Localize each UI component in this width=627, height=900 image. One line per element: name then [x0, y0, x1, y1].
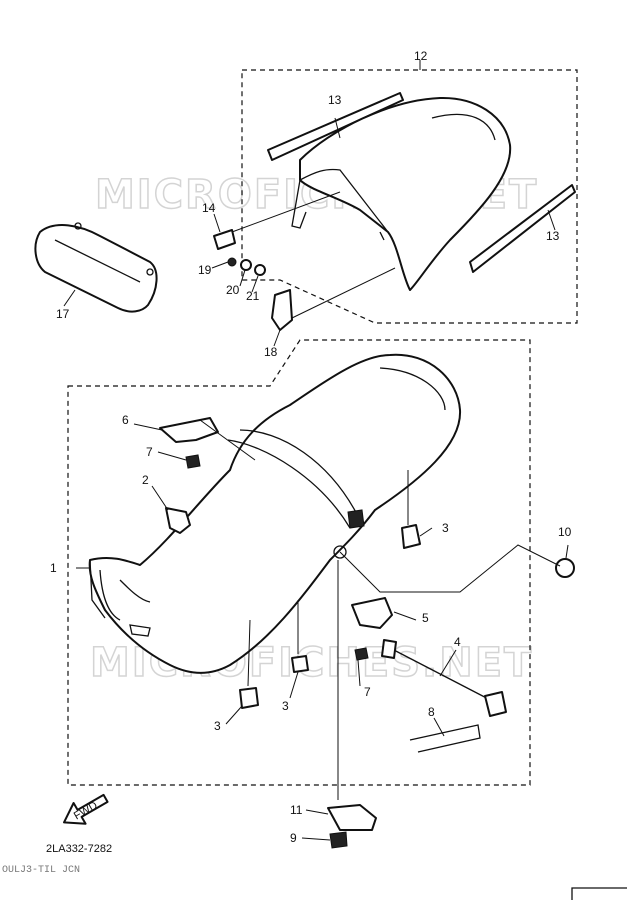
callout-8: 8	[428, 705, 435, 719]
bracket-18	[271, 289, 293, 331]
callout-7-lower: 7	[364, 685, 371, 699]
callout-3-left: 3	[214, 719, 221, 733]
callout-6: 6	[122, 413, 129, 427]
callout-17: 17	[56, 307, 70, 321]
damper-3-left	[239, 687, 259, 709]
main-seat	[88, 353, 462, 674]
callout-11: 11	[290, 803, 303, 817]
callout-18: 18	[264, 345, 278, 359]
callout-9: 9	[290, 831, 297, 845]
page-corner-mark	[571, 887, 627, 900]
callout-14: 14	[202, 201, 216, 215]
nut-7-upper	[185, 454, 201, 469]
rod-4	[381, 639, 507, 717]
callout-5: 5	[422, 611, 429, 625]
callout-10: 10	[558, 525, 572, 539]
part-number-code: 2LA332-7282	[46, 843, 112, 855]
damper-14	[213, 229, 236, 250]
bracket-6	[159, 417, 219, 443]
callout-21: 21	[246, 289, 260, 303]
trim-strip-right	[469, 184, 576, 273]
callout-7-upper: 7	[146, 445, 153, 459]
callout-20: 20	[226, 283, 240, 297]
nut-7-lower	[354, 647, 369, 661]
screw-19	[227, 257, 237, 267]
seat-cowl	[291, 96, 512, 291]
damper-3-right	[401, 524, 421, 549]
fwd-label: FWD	[72, 800, 100, 823]
scan-artifact-text: OULJ3-TIL JCN	[2, 865, 80, 876]
callout-19: 19	[198, 263, 212, 277]
bracket-11	[327, 804, 377, 831]
trim-strip-upper	[267, 92, 404, 161]
hook-2	[165, 507, 191, 534]
seat-group-box	[67, 339, 531, 786]
callout-2: 2	[142, 473, 149, 487]
bracket-5	[351, 597, 393, 629]
callout-13-upper: 13	[328, 93, 342, 107]
fwd-arrow: FWD	[63, 793, 109, 825]
rear-cover	[34, 222, 158, 313]
callout-1: 1	[50, 561, 57, 575]
bolt-9	[329, 831, 348, 849]
collar-21	[254, 264, 266, 276]
knob-10	[555, 558, 575, 578]
callout-4: 4	[454, 635, 461, 649]
damper-3-mid	[291, 655, 309, 673]
washer-20	[240, 259, 252, 271]
callout-13-right: 13	[546, 229, 560, 243]
cable-8	[409, 724, 481, 753]
callout-3-right: 3	[442, 521, 449, 535]
callout-12: 12	[414, 49, 428, 63]
seat-cover-group-box	[241, 69, 578, 324]
callout-3-mid: 3	[282, 699, 289, 713]
